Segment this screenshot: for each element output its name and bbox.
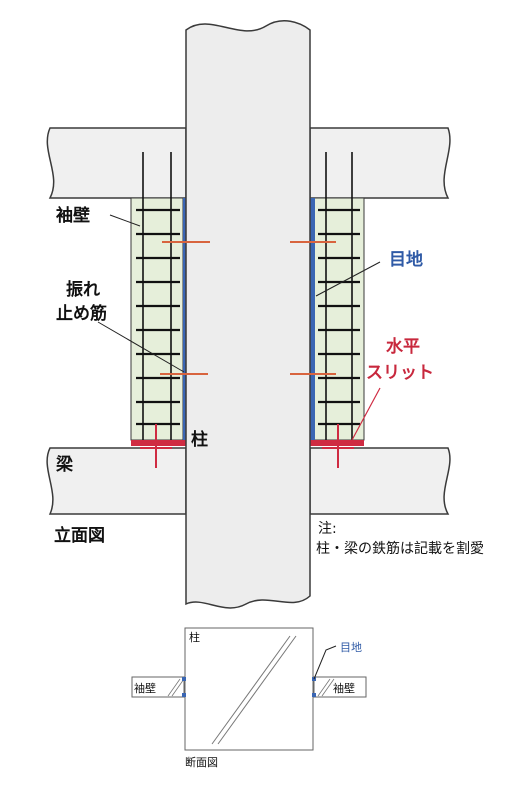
lower-beam-left (46, 447, 187, 515)
section-wing-wall-right (313, 676, 367, 698)
section-wing-wall-right-hatch (317, 678, 335, 697)
section-label-joint: 目地 (340, 641, 362, 654)
lower-beam-right (309, 447, 451, 515)
section-view: 柱 目地 袖壁 袖壁 断面図 (131, 627, 367, 769)
elevation-view: 袖壁 振れ 止め筋 目地 水平 スリット 柱 梁 立面図 注: 柱・梁の鉄筋は記… (46, 20, 484, 609)
label-slit-1: 水平 (386, 336, 420, 357)
slit-left (131, 440, 186, 446)
note-text: 柱・梁の鉄筋は記載を割愛 (316, 540, 484, 557)
anti-sway-bars (160, 241, 336, 375)
section-column (184, 627, 314, 751)
label-anti-sway-2: 止め筋 (56, 303, 107, 324)
note-heading: 注: (318, 521, 337, 537)
label-column: 柱 (191, 429, 208, 450)
wing-wall-left (130, 197, 184, 441)
upper-beam-left (46, 127, 187, 199)
section-joint-leader (313, 645, 337, 680)
upper-beam-right (309, 127, 451, 199)
label-slit-2: スリット (366, 363, 434, 383)
leader-lines (97, 214, 381, 441)
label-anti-sway-1: 振れ (66, 279, 100, 300)
slit-crossing-marks (140, 424, 354, 468)
section-column-hatch (211, 635, 297, 745)
column (185, 20, 311, 609)
wing-wall-right-rebar (318, 152, 360, 442)
label-beam: 梁 (55, 454, 74, 475)
label-joint: 目地 (389, 249, 423, 270)
section-title: 断面図 (185, 755, 218, 769)
section-label-wing-right: 袖壁 (333, 681, 355, 695)
wing-wall-left-rebar (136, 152, 180, 442)
label-wing-wall: 袖壁 (56, 205, 90, 226)
joint-right (310, 198, 315, 440)
section-wing-wall-left-hatch (167, 678, 185, 697)
elevation-title: 立面図 (54, 525, 105, 546)
section-label-column: 柱 (189, 630, 200, 644)
section-label-wing-left: 袖壁 (134, 681, 156, 695)
